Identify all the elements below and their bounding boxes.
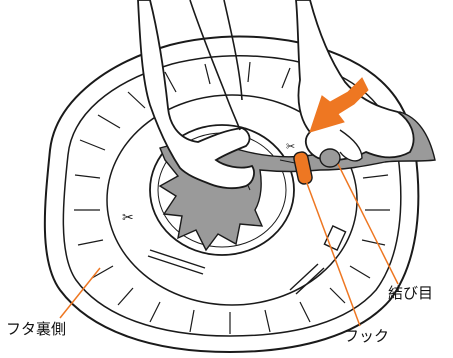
callout-line-knot [337,163,399,285]
lid-inner-rim [62,55,402,337]
right-hand-thumb [339,129,363,162]
lid-underside-label: フタ裏側 [6,320,67,338]
scissors-icon-small: ✂ [286,140,295,153]
bag-knot [319,148,341,168]
callout-line-hook [304,177,361,327]
pull-arrow [309,77,369,133]
left-hand-fingers [189,0,243,131]
scissors-icon: ✂ [122,210,134,226]
left-hand [137,0,255,190]
lid-center-ring [149,124,295,256]
callout-line-lid [59,267,101,319]
lid-step-ring [106,94,358,306]
hook-label: フック [344,327,390,345]
knot-label: 結び目 [388,284,434,302]
